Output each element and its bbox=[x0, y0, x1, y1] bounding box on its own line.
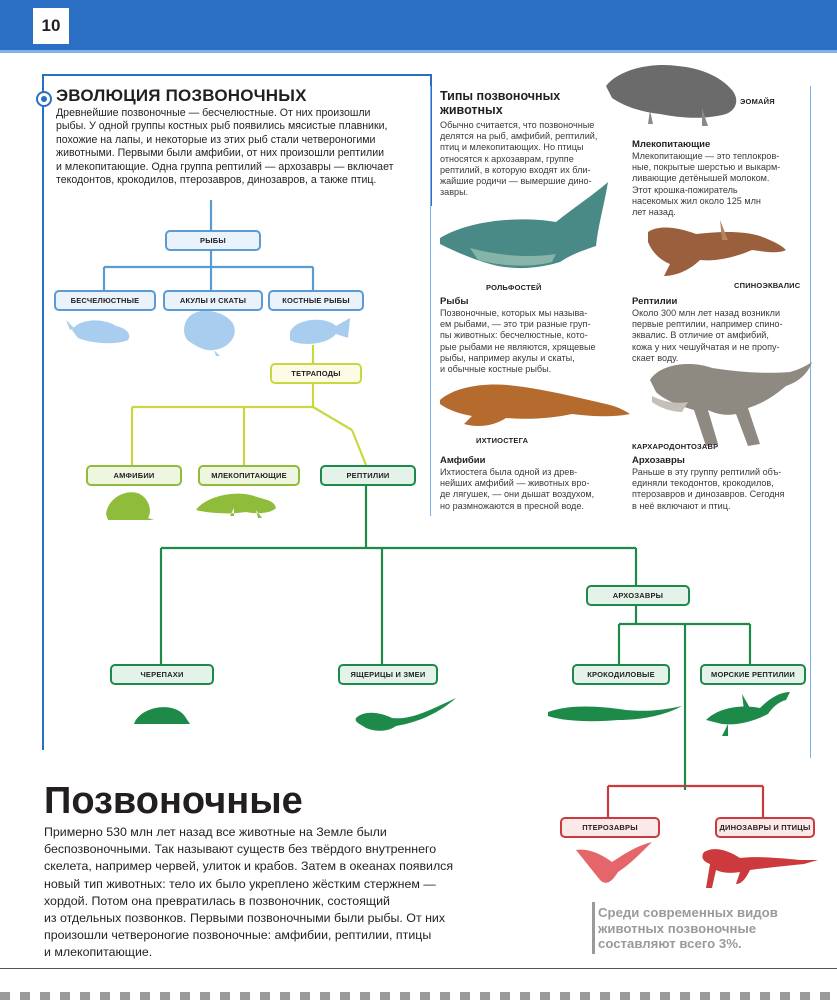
node-tetrapods: ТЕТРАПОДЫ bbox=[270, 363, 362, 384]
vertebrates-title: Позвоночные bbox=[44, 780, 303, 822]
types-title: Типы позвоночных животных bbox=[440, 89, 561, 117]
reptiles-title: Рептилии bbox=[632, 296, 678, 307]
archosaurs-text: Раньше в эту группу рептилий объ- единял… bbox=[632, 467, 785, 511]
frame-line-side-right bbox=[810, 86, 811, 758]
bottom-dashed-border bbox=[0, 992, 837, 1000]
mammals-text: Млекопитающие — это теплокров- ные, покр… bbox=[632, 151, 781, 218]
bony-fish-icon bbox=[290, 318, 350, 344]
rolfosteus-illustration bbox=[440, 182, 608, 269]
spinoequalis-illustration bbox=[648, 220, 786, 276]
node-pterosaurs: ПТЕРОЗАВРЫ bbox=[560, 817, 660, 838]
ichthyostega-illustration bbox=[440, 384, 630, 426]
eomaia-caption: ЭОМАЙЯ bbox=[740, 97, 775, 106]
frog-icon bbox=[106, 492, 154, 520]
node-bony-fish: КОСТНЫЕ РЫБЫ bbox=[268, 290, 364, 311]
fact-box: Среди современных видов животных позвоно… bbox=[598, 905, 778, 951]
node-reptiles: РЕПТИЛИИ bbox=[320, 465, 416, 486]
node-crocodiles: КРОКОДИЛОВЫЕ bbox=[572, 664, 670, 685]
mammals-title: Млекопитающие bbox=[632, 139, 711, 150]
ichthyostega-caption: ИХТИОСТЕГА bbox=[476, 436, 529, 445]
evolution-intro: Древнейшие позвоночные — бесчелюстные. О… bbox=[56, 107, 394, 187]
section-bullet-icon bbox=[36, 91, 52, 107]
node-amphibians: АМФИБИИ bbox=[86, 465, 182, 486]
reptiles-text: Около 300 млн лет назад возникли первые … bbox=[632, 308, 783, 363]
section-title: ЭВОЛЮЦИЯ ПОЗВОНОЧНЫХ bbox=[56, 86, 307, 105]
dinosaur-icon bbox=[702, 849, 818, 888]
node-turtles: ЧЕРЕПАХИ bbox=[110, 664, 214, 685]
amphibians-text: Ихтиостега была одной из древ- нейших ам… bbox=[440, 467, 595, 511]
node-mammals: МЛЕКОПИТАЮЩИЕ bbox=[198, 465, 300, 486]
eomaia-illustration bbox=[606, 64, 737, 126]
crocodile-icon bbox=[548, 706, 682, 722]
carcharodontosaurus-illustration bbox=[650, 362, 812, 446]
pterosaur-icon bbox=[576, 842, 652, 883]
node-fish: РЫБЫ bbox=[165, 230, 261, 251]
frame-line-left bbox=[42, 74, 44, 750]
turtle-icon bbox=[134, 707, 190, 724]
node-jawless: БЕСЧЕЛЮСТНЫЕ bbox=[54, 290, 156, 311]
fish-title: Рыбы bbox=[440, 296, 469, 307]
spinoequalis-caption: СПИНОЭКВАЛИС bbox=[734, 281, 801, 290]
vertebrates-text: Примерно 530 млн лет назад все животные … bbox=[44, 825, 454, 960]
frame-line-right bbox=[430, 74, 432, 206]
node-sharks-rays: АКУЛЫ И СКАТЫ bbox=[163, 290, 263, 311]
rodent-icon bbox=[196, 493, 276, 518]
node-dinosaurs-birds: ДИНОЗАВРЫ И ПТИЦЫ bbox=[715, 817, 815, 838]
bottom-rule bbox=[0, 968, 837, 969]
rolfosteus-caption: РОЛЬФОСТЕЙ bbox=[486, 283, 542, 292]
types-text: Обычно считается, что позвоночные делятс… bbox=[440, 120, 598, 198]
lamprey-icon bbox=[66, 320, 130, 344]
ray-icon bbox=[184, 310, 235, 356]
header-bar bbox=[0, 0, 837, 53]
node-lizards-snakes: ЯЩЕРИЦЫ И ЗМЕИ bbox=[338, 664, 438, 685]
node-marine-reptiles: МОРСКИЕ РЕПТИЛИИ bbox=[700, 664, 806, 685]
fish-text: Позвоночные, которых мы называ- ем рыбам… bbox=[440, 308, 596, 375]
frame-line-side-left bbox=[430, 86, 431, 516]
node-archosaurs: АРХОЗАВРЫ bbox=[586, 585, 690, 606]
amphibians-title: Амфибии bbox=[440, 455, 486, 466]
lizard-icon bbox=[355, 698, 456, 731]
archosaurs-title: Архозавры bbox=[632, 455, 685, 466]
marine-reptile-icon bbox=[706, 692, 790, 736]
fact-divider bbox=[592, 902, 595, 954]
page-number: 10 bbox=[33, 8, 69, 44]
frame-line-top bbox=[42, 74, 431, 76]
carcharodontosaurus-caption: КАРХАРОДОНТОЗАВР bbox=[632, 442, 719, 451]
